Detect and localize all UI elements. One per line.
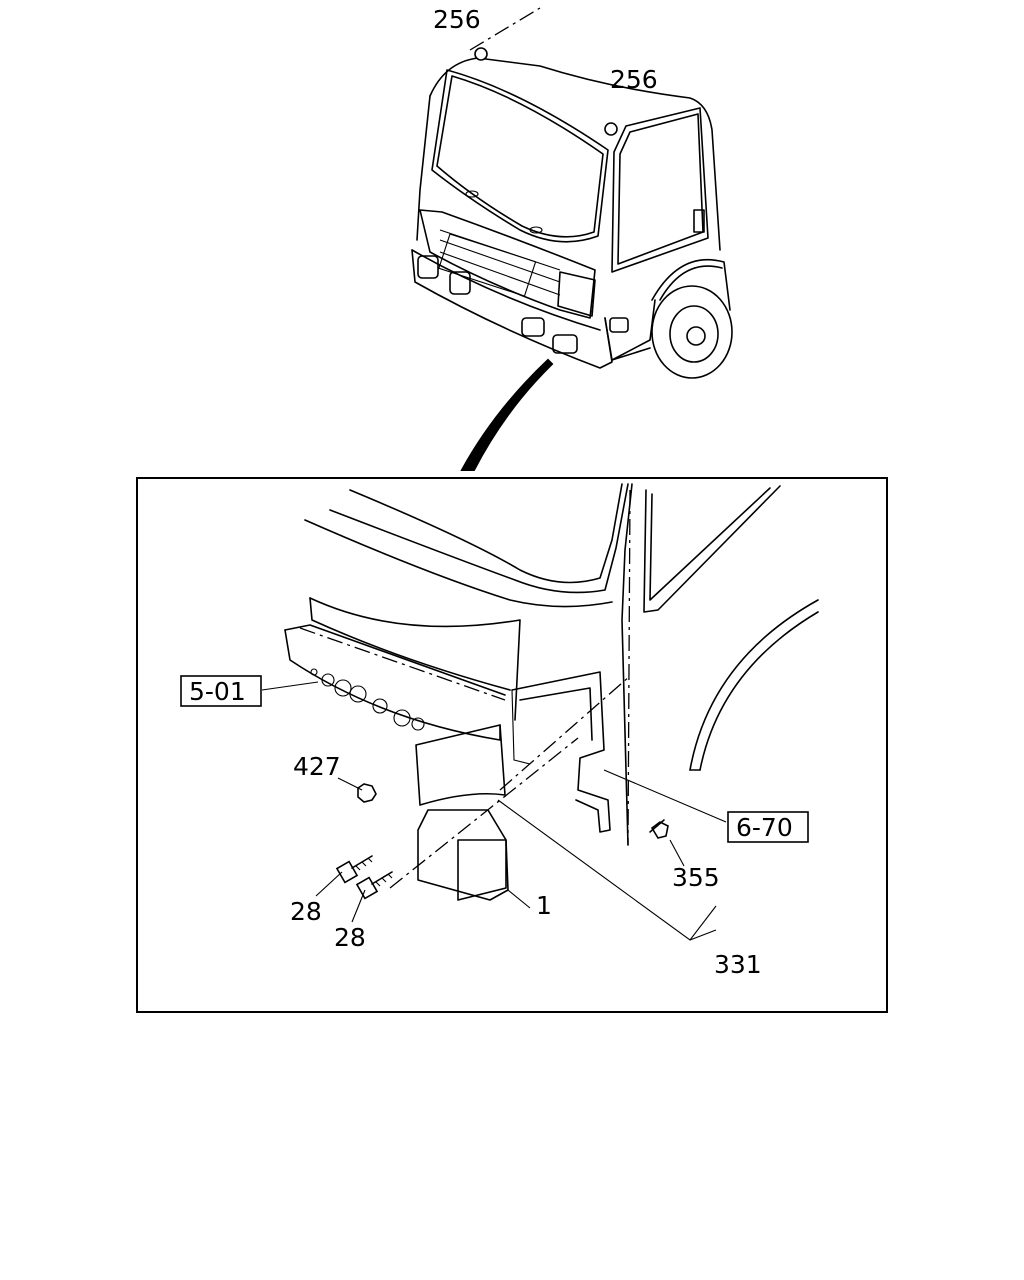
callout-28-b: 28 (334, 923, 366, 952)
callout-427: 427 (293, 752, 341, 781)
callout-256-left: 256 (433, 5, 481, 34)
callout-331: 331 (714, 950, 762, 979)
callout-355: 355 (672, 863, 720, 892)
bolt-28-upper (335, 855, 373, 884)
truck-overview (411, 7, 733, 379)
ref-box-6-70 (727, 811, 809, 843)
bolt-28-lower (355, 871, 393, 900)
callout-1: 1 (536, 891, 552, 920)
ref-5-01: 5-01 (189, 677, 246, 706)
leader-lines (261, 681, 727, 941)
screw-355 (649, 819, 669, 839)
zoom-pointer (460, 358, 554, 471)
ref-box-5-01 (180, 675, 262, 707)
detail-frame (136, 477, 888, 1013)
callout-28-a: 28 (290, 897, 322, 926)
detail-view (284, 483, 819, 901)
ref-6-70: 6-70 (736, 813, 793, 842)
callout-256-right: 256 (610, 65, 658, 94)
